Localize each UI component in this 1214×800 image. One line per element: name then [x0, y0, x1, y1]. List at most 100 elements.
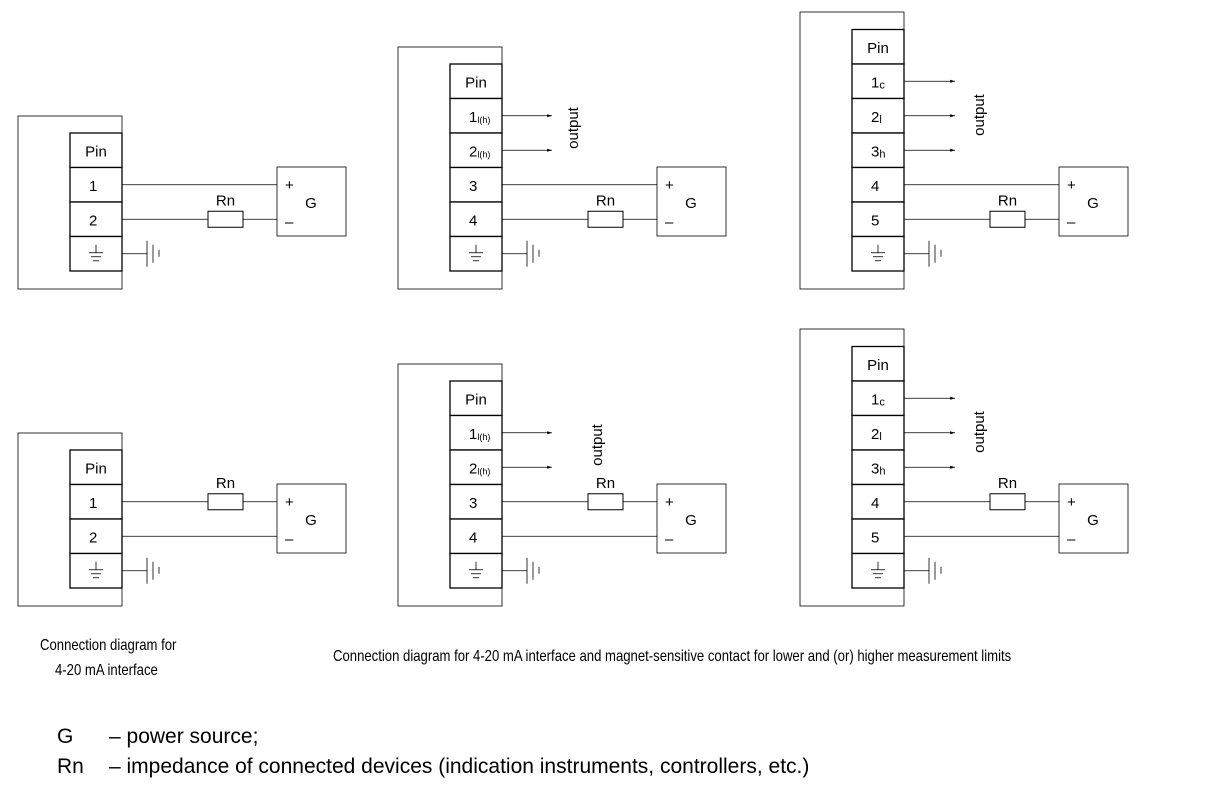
resistor-label: Rn: [998, 475, 1017, 492]
pin-number: 3h: [871, 460, 885, 477]
resistor-label: Rn: [596, 192, 615, 209]
pin-number: 1: [89, 495, 97, 512]
pin-number: 2l: [871, 426, 882, 443]
pin-number: 1c: [871, 74, 885, 91]
legend-item-g: G – power source;: [57, 725, 258, 749]
minus-terminal: –: [665, 531, 674, 548]
power-source-label: G: [1087, 195, 1099, 212]
pin-number: 2l: [871, 109, 882, 126]
resistor-rn: [587, 493, 624, 511]
terminal-cell: [449, 201, 503, 238]
caption-right: Connection diagram for 4-20 mA interface…: [333, 648, 1012, 665]
plus-terminal: +: [285, 494, 294, 511]
resistor-rn: [587, 210, 624, 228]
minus-terminal: –: [285, 214, 294, 231]
resistor-rn: [989, 493, 1026, 511]
terminal-cell: [851, 345, 905, 382]
terminal-cell: [851, 235, 905, 272]
minus-terminal: –: [1067, 214, 1076, 231]
terminal-cell: [851, 449, 905, 486]
pin-number: 5: [871, 212, 879, 229]
power-source: [276, 166, 347, 237]
legend-text: – power source;: [109, 725, 259, 748]
terminal-cell: [449, 380, 503, 417]
power-source-label: G: [685, 512, 697, 529]
pin-number: 3: [469, 495, 477, 512]
terminal-cell: [851, 28, 905, 65]
terminal-cell: [69, 235, 123, 272]
terminal-header: Pin: [85, 460, 107, 477]
pin-number: 4: [469, 529, 477, 546]
terminal-cell: [449, 63, 503, 100]
resistor-rn: [207, 493, 244, 511]
minus-terminal: –: [285, 531, 294, 548]
power-source: [656, 483, 727, 554]
terminal-cell: [851, 132, 905, 169]
pin-number: 1: [89, 178, 97, 195]
output-label: output: [589, 423, 606, 466]
legend-item-rn: Rn – impedance of connected devices (indi…: [57, 755, 809, 779]
power-source-label: G: [1087, 512, 1099, 529]
resistor-rn: [989, 210, 1026, 228]
terminal-cell: [69, 483, 123, 520]
output-label: output: [971, 410, 988, 453]
terminal-cell: [449, 414, 503, 451]
legend-symbol: Rn: [57, 755, 84, 778]
resistor-label: Rn: [998, 192, 1017, 209]
minus-terminal: –: [1067, 531, 1076, 548]
legend-text: – impedance of connected devices (indica…: [109, 755, 810, 778]
pin-number: 3: [469, 178, 477, 195]
power-source-label: G: [305, 512, 317, 529]
pin-number: 4: [871, 495, 879, 512]
plus-terminal: +: [1067, 494, 1076, 511]
terminal-cell: [851, 97, 905, 134]
pin-number: 5: [871, 529, 879, 546]
plus-terminal: +: [665, 177, 674, 194]
resistor-label: Rn: [216, 192, 235, 209]
resistor-label: Rn: [216, 475, 235, 492]
terminal-cell: [449, 235, 503, 272]
terminal-header: Pin: [85, 143, 107, 160]
plus-terminal: +: [1067, 177, 1076, 194]
terminal-cell: [851, 201, 905, 238]
terminal-cell: [851, 166, 905, 203]
power-source-label: G: [685, 195, 697, 212]
pin-number: 2: [89, 529, 97, 546]
pin-number: 4: [871, 178, 879, 195]
pin-number: 2: [89, 212, 97, 229]
legend-symbol: G: [57, 725, 74, 748]
terminal-cell: [851, 518, 905, 555]
pin-number: 3h: [871, 143, 885, 160]
pin-number: 1c: [871, 391, 885, 408]
terminal-cell: [851, 552, 905, 589]
terminal-cell: [69, 552, 123, 589]
plus-terminal: +: [665, 494, 674, 511]
terminal-cell: [449, 518, 503, 555]
diagram-4: Pin 1 2 G + – Rn: [17, 432, 347, 607]
power-source: [656, 166, 727, 237]
terminal-cell: [449, 449, 503, 486]
resistor-label: Rn: [596, 475, 615, 492]
terminal-cell: [69, 449, 123, 486]
power-source: [1058, 166, 1129, 237]
power-source: [276, 483, 347, 554]
pin-number: 4: [469, 212, 477, 229]
terminal-cell: [851, 380, 905, 417]
caption-left-line2: 4-20 mA interface: [55, 662, 158, 679]
terminal-header: Pin: [867, 40, 889, 57]
plus-terminal: +: [285, 177, 294, 194]
terminal-header: Pin: [867, 357, 889, 374]
power-source-label: G: [305, 195, 317, 212]
output-label: output: [971, 93, 988, 136]
terminal-header: Pin: [465, 391, 487, 408]
power-source: [1058, 483, 1129, 554]
output-label: output: [565, 106, 582, 149]
diagram-1: Pin 1 2 G + – Rn: [17, 115, 347, 290]
resistor-rn: [207, 210, 244, 228]
terminal-header: Pin: [465, 74, 487, 91]
minus-terminal: –: [665, 214, 674, 231]
